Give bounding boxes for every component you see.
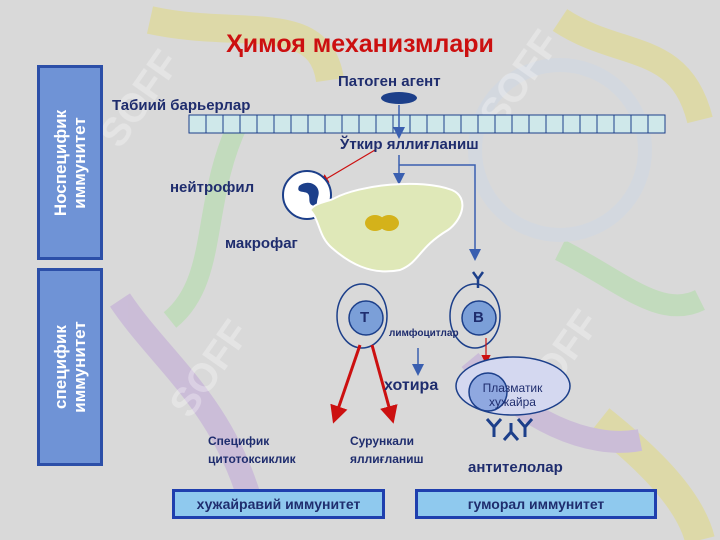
barrier-cell	[307, 114, 326, 134]
macrophage-nucleus	[379, 215, 399, 231]
specific-immunity-label: специфик иммунитет	[51, 321, 89, 413]
barrier-cell	[392, 114, 411, 134]
barrier-cell	[341, 114, 360, 134]
barrier-cell	[324, 114, 343, 134]
barrier-cell	[630, 114, 649, 134]
barrier-cell	[647, 114, 666, 134]
page-title: Ҳимоя механизмлари	[226, 30, 494, 58]
barrier-cell	[290, 114, 309, 134]
t-cell-outer	[336, 283, 388, 349]
barrier-cell	[426, 114, 445, 134]
barrier-cell	[477, 114, 496, 134]
lymphocytes-label: лимфоцитлар	[389, 328, 459, 339]
memory-label: хотира	[384, 377, 439, 394]
barrier-cell	[460, 114, 479, 134]
plasma-cell-nucleus	[468, 372, 508, 412]
b-cell-label: B	[473, 309, 484, 326]
cellular-immunity-box: хужайравий иммунитет	[172, 489, 385, 519]
humoral-immunity-box: гуморал иммунитет	[415, 489, 657, 519]
neutrophil-arrow	[318, 149, 376, 184]
barrier-cell	[358, 114, 377, 134]
plasma-cell-label: Плазматик хужайра	[482, 381, 543, 409]
barrier-cell	[222, 114, 241, 134]
acute-inflammation-label: Ўткир яллиғланиш	[340, 136, 479, 153]
barrier-cell	[375, 114, 394, 134]
barrier-cell	[256, 114, 275, 134]
antibodies-icon	[485, 418, 534, 441]
barrier-cell	[562, 114, 581, 134]
barrier-cell	[579, 114, 598, 134]
barrier-cell	[239, 114, 258, 134]
pathogen-label: Патоген агент	[338, 73, 441, 90]
macrophage-nucleus	[365, 215, 385, 231]
pathogen-shape	[381, 92, 417, 104]
b-cell-outer	[449, 283, 501, 349]
t-cell-label: T	[360, 309, 370, 326]
barrier-cell	[613, 114, 632, 134]
antibody-icon	[471, 271, 485, 288]
barrier-cell	[443, 114, 462, 134]
cellular-immunity-label: хужайравий иммунитет	[196, 496, 361, 512]
barrier-cell	[188, 114, 207, 134]
nonspecific-immunity-label: Носпецифик иммунитет	[51, 109, 89, 216]
chronic-inflammation-label: Сурункали яллиғланиш	[350, 434, 424, 466]
specific-immunity-panel: специфик иммунитет	[37, 268, 103, 466]
barrier-cell	[494, 114, 513, 134]
barrier-cell	[409, 114, 428, 134]
natural-barriers-label: Табиий барьерлар	[112, 97, 251, 114]
barrier-cell	[528, 114, 547, 134]
cytotoxic-arrow	[330, 344, 362, 424]
natural-barrier-strip	[188, 114, 666, 134]
macrophage-label: макрофаг	[225, 235, 298, 252]
nonspecific-immunity-panel: Носпецифик иммунитет	[37, 65, 103, 260]
chronic-inflammation-arrow	[370, 344, 398, 424]
neutrophil-label: нейтрофил	[170, 179, 255, 196]
barrier-cell	[273, 114, 292, 134]
barrier-cell	[511, 114, 530, 134]
barrier-cell	[205, 114, 224, 134]
specific-cytotoxic-label: Специфик цитотоксиклик	[208, 434, 296, 466]
barrier-cell	[545, 114, 564, 134]
neutrophil-nucleus	[298, 182, 319, 207]
antibodies-label: антителолар	[468, 459, 563, 476]
humoral-immunity-label: гуморал иммунитет	[467, 496, 605, 512]
b-cell-path-arrow	[399, 164, 481, 261]
t-cell-nucleus	[348, 300, 384, 336]
barrier-cell	[596, 114, 615, 134]
b-cell-nucleus	[461, 300, 497, 336]
